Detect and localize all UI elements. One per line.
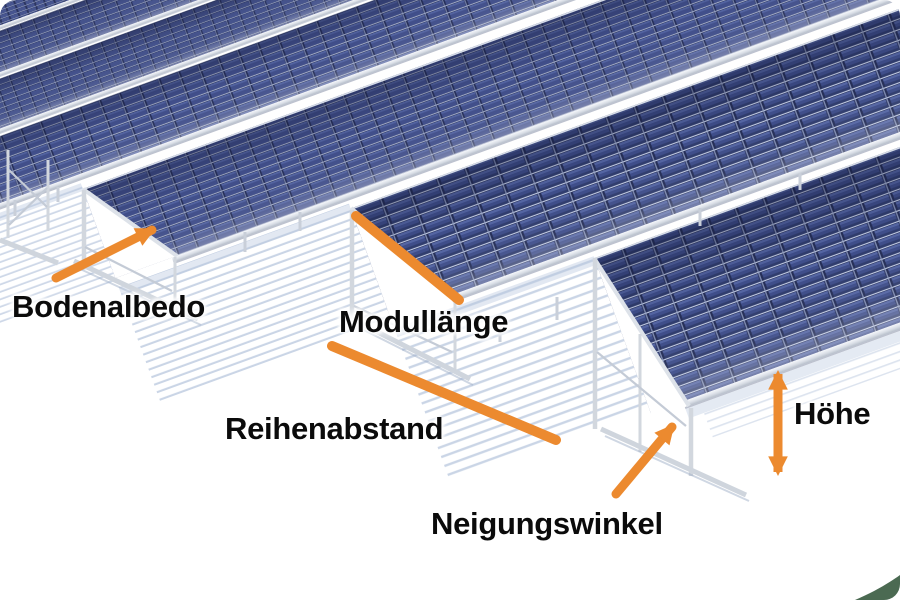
label-reihenabstand: Reihenabstand bbox=[225, 411, 444, 446]
pv-row-5 bbox=[0, 0, 900, 266]
row-3-end-cut bbox=[82, 188, 178, 279]
label-modullaenge: Modullänge bbox=[339, 304, 509, 339]
label-hoehe: Höhe bbox=[794, 396, 871, 431]
pv-row-3 bbox=[82, 0, 900, 279]
grass-corner-wedge bbox=[855, 575, 900, 600]
pv-row-2 bbox=[350, 0, 900, 318]
modullaenge-line bbox=[351, 211, 464, 305]
pv-row-4 bbox=[0, 0, 900, 333]
label-neigungswinkel: Neigungswinkel bbox=[431, 506, 663, 541]
annotation-arrows bbox=[51, 211, 788, 499]
reihenabstand-line bbox=[327, 341, 561, 445]
row-support-frames bbox=[0, 150, 802, 502]
label-bodenalbedo: Bodenalbedo bbox=[12, 289, 206, 324]
neigungswinkel-arrow bbox=[611, 422, 677, 499]
pv-row-1-front bbox=[594, 69, 900, 414]
bodenalbedo-arrow bbox=[51, 225, 157, 283]
